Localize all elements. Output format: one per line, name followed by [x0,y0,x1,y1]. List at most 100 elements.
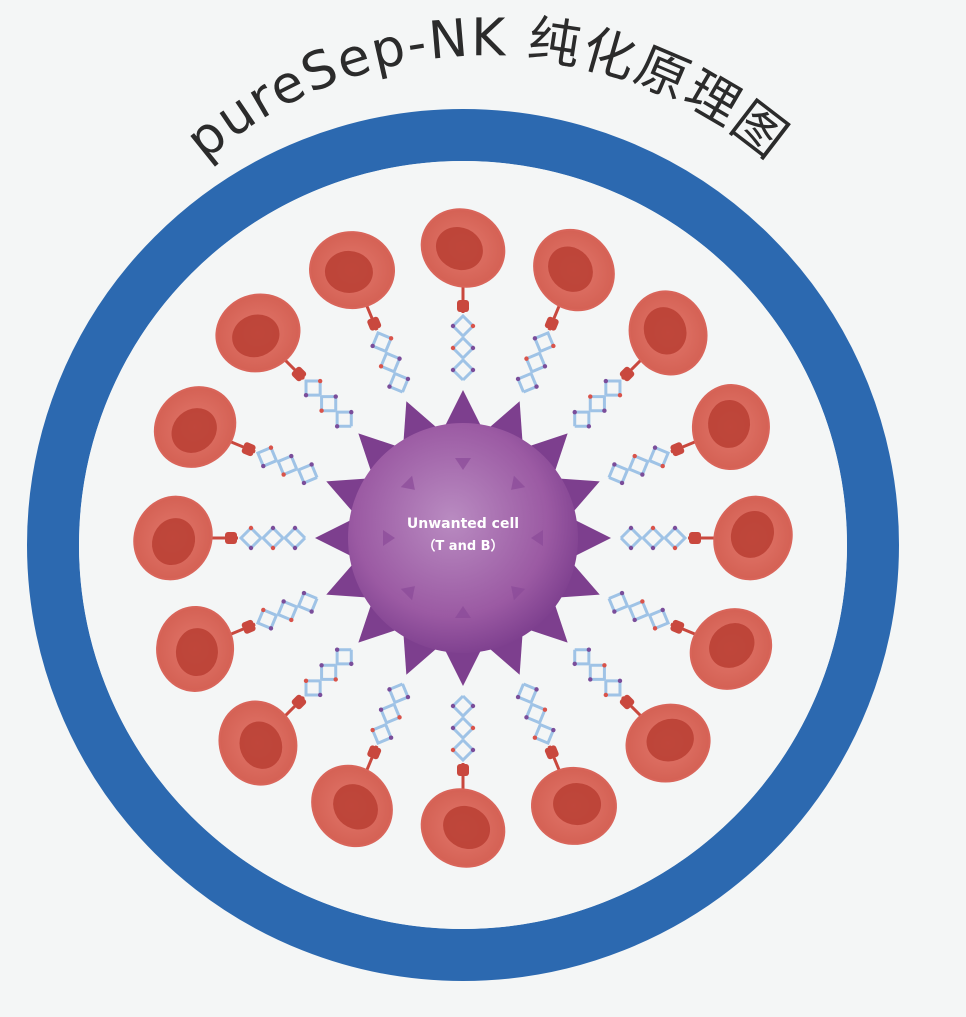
antibody-complex [303,378,354,429]
antibody-tip [303,392,309,398]
antibody-complex [607,445,671,486]
red-blood-cell [420,788,506,868]
antibody-segment [532,330,556,353]
antibody-segment [304,679,322,697]
antibody-segment [607,591,630,614]
cell-spike [315,518,355,558]
antibody-tip [270,525,276,531]
linker-tab [544,316,559,331]
antibody-segment [320,395,338,413]
antibody-tip [628,525,634,531]
antibody-tip [660,463,665,469]
antibody-complex [572,647,623,698]
antibody-tip [524,356,529,361]
antibody-tip [303,678,309,684]
linker-tab [291,694,307,710]
antibody-tip [640,599,645,604]
red-blood-cell [311,764,393,848]
antibody-segment [450,313,476,338]
antibody-tip [450,725,456,731]
antibody-tip [248,545,254,551]
cell-surface-markers [383,458,543,618]
surface-marker [511,586,526,601]
linker-tab [670,619,685,634]
red-blood-cell [309,231,396,310]
antibody-tip [270,545,276,551]
antibody-segment [532,723,556,746]
antibody-tip [281,472,286,477]
antibody-complex [515,330,556,394]
rbc-core [324,250,373,293]
red-blood-cell [628,290,708,376]
antibody-tip [551,343,556,349]
linker-tab [544,745,559,760]
unwanted-cell-sublabel: （T and B） [422,538,503,554]
antibody-tip [617,678,623,684]
antibody-segment [641,525,666,551]
antibody-segment [255,445,278,469]
antibody-tip [450,703,456,709]
antibody-tip [612,609,617,614]
antibody-tip [319,663,324,668]
antibody-tip [619,480,625,486]
antibody-segment [619,525,644,551]
antibody-tip [292,545,298,551]
antibody-tip [586,424,592,429]
outer-ring [27,109,899,981]
antibody-segment [379,351,402,374]
antibody-tip [672,545,678,551]
antibody-tip [470,367,476,373]
rbc-core [232,314,280,358]
antibody-segment [627,454,650,477]
red-blood-cell [153,386,237,468]
antibody-segment [607,462,630,485]
linker-tab [457,300,469,312]
antibody-tip [470,747,476,753]
antibody-tip [515,376,521,382]
antibody-tip [640,472,645,477]
antibody-tip [450,747,456,753]
antibody-tip [292,525,298,531]
antibody-tip [660,607,665,613]
antibody-tip [333,394,338,399]
antibody-segment [387,371,410,394]
antibody-tip [588,677,593,682]
antibody-complex [450,694,476,763]
antibody-segment [370,723,394,746]
antibody-tip [378,364,384,369]
antibody-tip [572,409,577,415]
antibody-spokes [201,276,725,800]
antibody-segment [387,682,410,705]
antibody-tip [289,617,294,623]
antibody-tip [370,343,375,349]
antibody-tip [551,727,556,733]
linker-tab [225,532,237,544]
antibody-complex [572,378,623,429]
antibody-segment [276,454,299,477]
antibody-tip [534,687,539,692]
antibody-segment [588,663,606,681]
antibody-segment [604,379,622,397]
antibody-tip [572,661,577,667]
antibody-tip [268,445,274,450]
surface-marker [455,458,471,470]
unwanted-cell [348,423,578,653]
unwanted-cell-label: Unwanted cell [407,516,519,532]
antibody-tip [619,590,625,596]
antibody-tip [588,394,593,399]
antibody-tip [388,735,394,740]
red-blood-cell [691,384,770,471]
antibody-segment [276,599,299,622]
antibody-tip [397,356,402,361]
rbc-core [435,226,483,271]
antibody-segment [450,716,476,741]
antibody-tip [289,453,294,459]
antibody-tip [261,463,266,469]
antibody-tip [612,462,617,467]
red-blood-cell [218,700,298,786]
antibody-segment [648,445,671,469]
linker-tab [670,442,685,457]
antibody-tip [405,694,411,700]
cell-spike [358,600,401,643]
antibody-tip [652,445,658,450]
